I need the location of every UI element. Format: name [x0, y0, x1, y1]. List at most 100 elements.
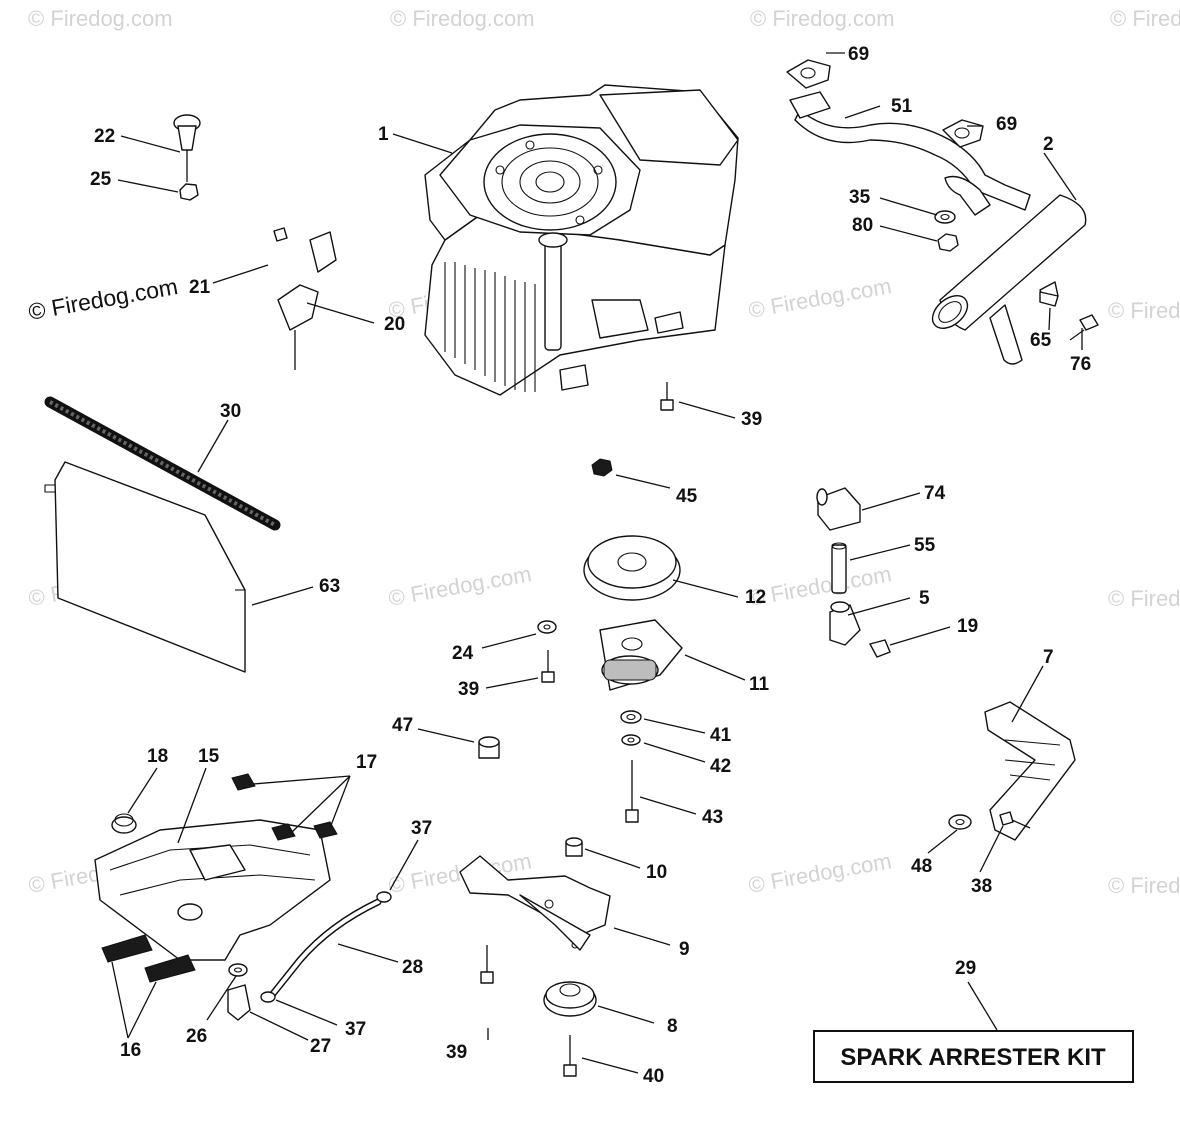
panel-part-63[interactable] — [44, 461, 246, 673]
watermark: © Firedog.com — [28, 6, 173, 31]
pulley-part-12[interactable] — [583, 535, 681, 601]
callout-35: 35 — [849, 187, 871, 208]
washer-part-26[interactable] — [228, 963, 248, 977]
callout-48: 48 — [911, 856, 932, 877]
elbow-part-5[interactable] — [829, 601, 861, 646]
callout-labels: 1 2 5 7 8 9 10 11 12 15 16 17 18 19 20 2… — [90, 44, 1091, 1087]
watermark: © Firedog.com — [747, 561, 894, 611]
callout-24: 24 — [452, 643, 474, 664]
watermark: © Firedog.com — [1108, 298, 1180, 323]
pad-part-16[interactable] — [101, 934, 153, 963]
callout-27: 27 — [310, 1036, 331, 1057]
screw-part-21[interactable] — [273, 227, 288, 242]
callout-74: 74 — [924, 483, 946, 504]
callout-51: 51 — [891, 96, 913, 117]
callout-5: 5 — [919, 588, 930, 609]
callout-65: 65 — [1030, 330, 1052, 351]
bracket-part-9[interactable] — [459, 855, 611, 951]
callout-69-right: 69 — [996, 114, 1017, 135]
callout-12: 12 — [745, 587, 766, 608]
bolt-part-39[interactable] — [480, 945, 494, 984]
spark-arrester-kit-label: SPARK ARRESTER KIT — [840, 1044, 1106, 1071]
washer-part-41[interactable] — [620, 710, 642, 724]
seal-strip-part-30[interactable] — [44, 396, 281, 531]
cap-part-18[interactable] — [111, 813, 137, 834]
callout-16: 16 — [120, 1040, 141, 1061]
callout-18: 18 — [147, 746, 168, 767]
callout-30: 30 — [220, 401, 241, 422]
callout-42: 42 — [710, 756, 731, 777]
callout-38: 38 — [971, 876, 992, 897]
throttle-control-part-20[interactable] — [277, 231, 337, 370]
callout-2: 2 — [1043, 134, 1054, 155]
watermark: © Firedog.com — [390, 6, 535, 31]
callout-17: 17 — [356, 752, 377, 773]
fitting-part-27[interactable] — [227, 984, 251, 1021]
callout-69-top: 69 — [848, 44, 869, 65]
watermark: © Firedog.com — [747, 273, 894, 323]
callout-29: 29 — [955, 958, 976, 979]
washer-part-42[interactable] — [621, 734, 641, 746]
pad-part-17[interactable] — [271, 823, 296, 841]
bolt-part-43[interactable] — [625, 760, 639, 823]
callout-28: 28 — [402, 957, 423, 978]
idler-pulley-part-8[interactable] — [543, 981, 597, 1017]
engine-part-1[interactable] — [424, 84, 739, 396]
callout-19: 19 — [957, 616, 978, 637]
bolt-part-39[interactable] — [541, 650, 555, 683]
callout-80: 80 — [852, 215, 873, 236]
clutch-part-11[interactable] — [599, 619, 683, 691]
callout-25: 25 — [90, 169, 112, 190]
bolt-part-76[interactable] — [1069, 314, 1099, 341]
callout-22: 22 — [94, 126, 115, 147]
washer-part-48[interactable] — [948, 814, 972, 830]
pad-part-17[interactable] — [231, 773, 256, 791]
callout-20: 20 — [384, 314, 405, 335]
washer-part-35[interactable] — [934, 210, 956, 224]
callout-9: 9 — [679, 939, 690, 960]
tray-part-15[interactable] — [94, 819, 331, 961]
nipple-part-55[interactable] — [831, 542, 847, 594]
callout-63: 63 — [319, 576, 340, 597]
bolt-part-38[interactable] — [999, 811, 1031, 829]
knob-part-22[interactable] — [173, 114, 201, 182]
plug-part-19[interactable] — [869, 639, 891, 658]
watermark: © Firedog.com — [750, 6, 895, 31]
callout-1: 1 — [378, 124, 389, 145]
pad-part-16[interactable] — [144, 954, 196, 983]
bracket-part-65[interactable] — [1039, 291, 1059, 307]
bracket-part-7[interactable] — [984, 701, 1076, 841]
nut-part-45[interactable] — [591, 458, 613, 477]
callout-26: 26 — [186, 1026, 207, 1047]
spacer-part-10[interactable] — [565, 837, 583, 857]
callout-76: 76 — [1070, 354, 1091, 375]
exhaust-pipe-part-51[interactable] — [789, 91, 1031, 216]
watermark-dark: © Firedog.com — [26, 273, 179, 325]
callout-47: 47 — [392, 715, 413, 736]
gasket-part-69[interactable] — [942, 119, 984, 148]
callout-8: 8 — [667, 1016, 678, 1037]
bolt-part-39[interactable] — [660, 382, 674, 411]
washer-part-24[interactable] — [537, 620, 557, 634]
nut-part-25[interactable] — [179, 183, 199, 201]
watermark: © Firedog.com — [747, 848, 894, 898]
fitting-part-74[interactable] — [816, 487, 861, 531]
watermark: © Firedog.com — [1110, 6, 1180, 31]
spacer-part-47[interactable] — [478, 736, 500, 759]
callout-55: 55 — [914, 535, 936, 556]
watermark: © Firedog.com — [1108, 586, 1180, 611]
callout-43: 43 — [702, 807, 723, 828]
nut-part-80[interactable] — [937, 233, 959, 252]
callout-37-top: 37 — [411, 818, 432, 839]
leader-lines — [111, 52, 1083, 1074]
gasket-part-69[interactable] — [786, 59, 831, 89]
fuel-line-part-28[interactable] — [268, 898, 382, 999]
callout-40: 40 — [643, 1066, 664, 1087]
callout-39-middle: 39 — [458, 679, 479, 700]
watermark: © Firedog.com — [1108, 873, 1180, 898]
clamp-part-37[interactable] — [376, 891, 392, 903]
callout-39-lower: 39 — [446, 1042, 467, 1063]
clamp-part-37[interactable] — [260, 991, 276, 1003]
bolt-part-40[interactable] — [563, 1035, 577, 1077]
